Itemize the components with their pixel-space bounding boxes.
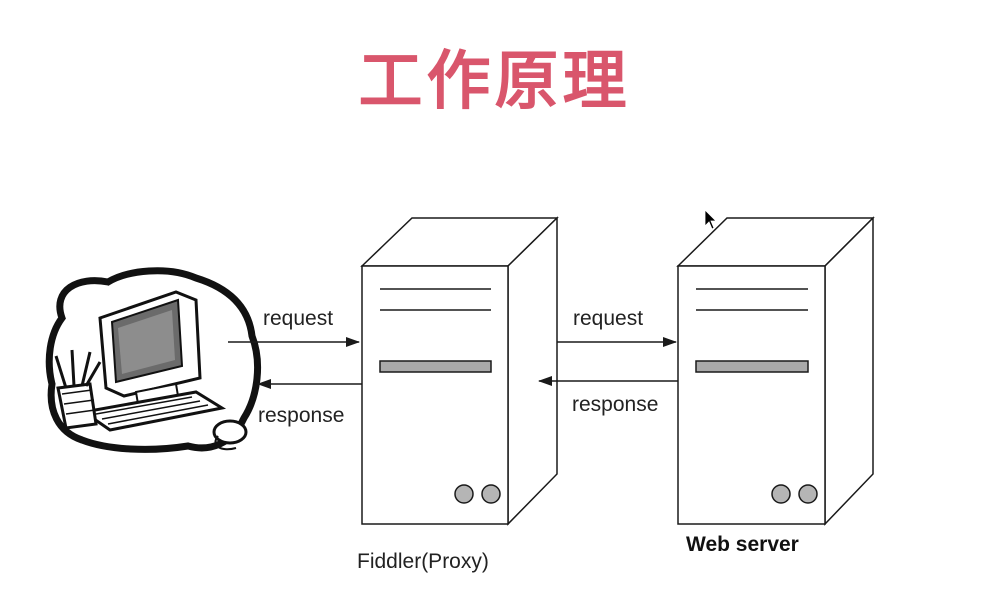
pen-cup [56,382,98,430]
client-computer-icon [45,267,262,453]
web-server-button-1 [771,484,791,504]
mouse-device [212,419,248,445]
pens [54,349,102,389]
web-server-front [677,265,826,525]
proxy-caption: Fiddler(Proxy) [357,550,489,573]
proxy-server-icon [360,216,559,526]
web-server-drive-slot [695,360,809,373]
server-request-label: request [573,307,643,330]
web-server-icon [676,216,875,526]
web-server-button-2 [798,484,818,504]
client-response-label: response [258,404,344,427]
keyboard [80,390,227,432]
web-server-caption: Web server [686,533,799,556]
keyboard-keys [95,396,209,425]
proxy-button-1 [454,484,474,504]
monitor-screen-glass [118,310,175,374]
web-server-side [824,216,874,526]
proxy-server-side [507,216,558,526]
diagram-title: 工作原理 [358,45,631,119]
client-request-label: request [263,307,333,330]
proxy-drive-slot [379,360,492,373]
proxy-server-front [361,265,509,525]
proxy-button-2 [481,484,501,504]
mouse-pointer-icon [704,209,717,230]
server-response-label: response [572,393,658,416]
